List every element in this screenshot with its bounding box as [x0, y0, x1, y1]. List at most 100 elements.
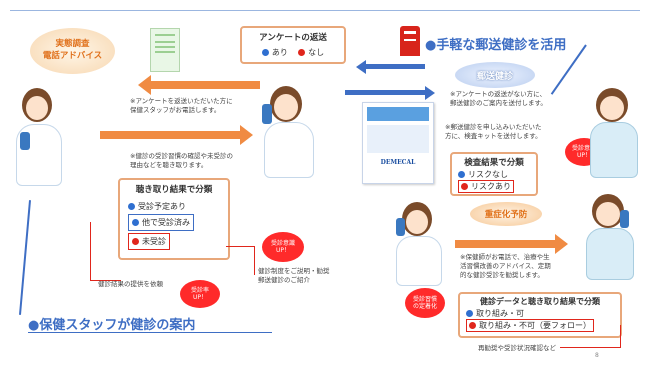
blue-dot-icon: [132, 219, 139, 226]
risk-item-1: リスクなし: [458, 169, 530, 180]
survey-box-title: アンケートの返送: [259, 33, 327, 43]
classify-title: 聴き取り結果で分類: [135, 185, 213, 195]
blue-left-line: [18, 200, 32, 315]
final-item-2: 取り組み・不可（要フォロー）: [466, 319, 594, 332]
survey-no: なし: [308, 48, 325, 57]
orange-arrow-right-mid: [100, 131, 240, 139]
note-habit-l2: 理由などを聴き取ります。: [130, 161, 208, 169]
note-nurse: ※保健師がお電話で、治療や生 活習慣改善のアドバイス、定期 的な健診受診を勧奨し…: [460, 253, 551, 280]
connector-explain: [226, 246, 255, 275]
blue-arrow-right: [345, 90, 425, 95]
final-box: 健診データと聴き取り結果で分類 取り組み・可 取り組み・不可（要フォロー）: [458, 292, 622, 338]
classify-item-1: 受診予定あり: [128, 199, 220, 214]
red-dot-icon: [132, 238, 139, 245]
b3-l1: 受診意識: [270, 240, 295, 247]
note-provide: 健診結果の提供を依頼: [98, 280, 163, 288]
final-item-1-text: 取り組み・可: [476, 309, 524, 318]
survey-sheet-icon: [150, 28, 180, 72]
followup-text: 再勧奨や受診状況確認など: [478, 344, 556, 352]
staff-person-bottom-icon: [392, 200, 447, 290]
note-kit: ※郵送健診を申し込みいただいた 方に、検査キットを送付します。: [445, 123, 542, 141]
top-rule: [10, 10, 640, 11]
b4-l2: の定着化: [412, 303, 437, 310]
kit-brochure: DEMECAL: [362, 102, 434, 184]
note-return-call-l1: ※アンケートを返送いただいた方に: [130, 97, 233, 105]
risk-box: 検査結果で分類 リスクなし リスクあり: [450, 152, 538, 196]
blue-dot-icon: [466, 310, 473, 317]
brochure-panel-icon: [367, 125, 429, 153]
classify-item-3: 未受診: [128, 233, 170, 250]
jittai-line1: 実態調査: [55, 39, 90, 49]
severity-label: 重症化予防: [470, 202, 542, 226]
postbox-icon: [400, 26, 420, 56]
classify-item-2: 他で受診済み: [128, 214, 194, 231]
severity-text: 重症化予防: [484, 210, 528, 220]
classify-item-2-text: 他で受診済み: [142, 218, 190, 227]
red-dot-icon: [469, 322, 476, 329]
bubble-habit: 受診習慣 の定着化: [405, 288, 445, 318]
blue-dot-icon: [261, 49, 269, 56]
jittai-line2: 電話アドバイス: [42, 51, 103, 61]
note-explain-l2: 郵送健診のご紹介: [258, 276, 310, 284]
note-explain-l1: 健診制度をご説明・勧奨: [258, 267, 330, 275]
classify-item-1-text: 受診予定あり: [138, 202, 186, 211]
b2-l1: 受診率: [190, 287, 209, 294]
note-nurse-l3: 的な健診受診を勧奨します。: [460, 271, 544, 279]
red-dot-icon: [461, 183, 468, 190]
note-nurse-l1: ※保健師がお電話で、治療や生: [460, 253, 550, 261]
risk-title: 検査結果で分類: [464, 158, 524, 168]
red-dot-icon: [298, 49, 306, 56]
classify-box: 聴き取り結果で分類 受診予定あり 他で受診済み 未受診: [118, 178, 230, 260]
bubble-motivation-mid: 受診意識 UP！: [262, 232, 304, 262]
b1-l2: UP！: [576, 152, 591, 159]
connector-provide: [90, 222, 121, 281]
blue-arrow-left: [365, 64, 425, 69]
bottom-title-underline: [28, 332, 272, 333]
survey-return-box: アンケートの返送 あり なし: [240, 26, 346, 64]
note-no-return-l1: ※アンケートの返送がない方に、: [450, 90, 546, 98]
survey-options: あり なし: [242, 47, 344, 58]
b1-l1: 受診意識: [571, 145, 596, 152]
note-explain: 健診制度をご説明・勧奨 郵送健診のご紹介: [258, 267, 330, 285]
final-item-1: 取り組み・可: [466, 308, 614, 319]
b2-l2: UP！: [192, 294, 207, 301]
staff-person-mid-icon: [258, 82, 318, 182]
staff-person-left-icon: [8, 80, 68, 200]
page-number: 8: [595, 352, 599, 359]
note-kit-l2: 方に、検査キットを送付します。: [445, 132, 542, 140]
risk-list: リスクなし リスクあり: [458, 169, 530, 193]
orange-arrowhead: [138, 75, 151, 95]
final-item-2-text: 取り組み・不可（要フォロー）: [479, 321, 591, 330]
resident-person-top-right-icon: [586, 86, 644, 182]
risk-item-2-text: リスクあり: [471, 182, 511, 191]
final-title: 健診データと聴き取り結果で分類: [480, 297, 600, 306]
blue-dot-icon: [458, 171, 465, 178]
orange-arrowhead-right-2: [555, 234, 568, 254]
bubble-rate: 受診率 UP！: [180, 280, 220, 308]
note-return-call: ※アンケートを返送いただいた方に 保健スタッフがお電話します。: [130, 97, 233, 115]
blue-dot-icon: [128, 203, 135, 210]
note-kit-l1: ※郵送健診を申し込みいただいた: [445, 123, 542, 131]
note-habit: ※健診の受診習慣の確認や未受診の 理由などを聴き取ります。: [130, 152, 233, 170]
orange-arrowhead-right: [240, 125, 253, 145]
blue-arrowhead-right: [425, 86, 435, 100]
survey-yes: あり: [271, 48, 288, 57]
orange-arrow-right-bottom: [455, 240, 555, 248]
b3-l2: UP！: [275, 247, 290, 254]
bottom-title: ●保健スタッフが健診の案内: [28, 318, 196, 333]
classify-list: 受診予定あり 他で受診済み 未受診: [128, 199, 220, 250]
blue-arrowhead-left: [356, 60, 366, 74]
note-nurse-l2: 活習慣改善のアドバイス、定期: [460, 262, 551, 270]
final-list: 取り組み・可 取り組み・不可（要フォロー）: [466, 308, 614, 332]
brochure-badge: DEMECAL: [380, 159, 416, 166]
yuso-label: 郵送健診: [455, 62, 535, 88]
postal-title: ●手軽な郵送健診を活用: [425, 38, 567, 53]
note-return-call-l2: 保健スタッフがお電話します。: [130, 106, 221, 114]
orange-arrow-left-top: [150, 81, 260, 89]
b4-l1: 受診習慣: [412, 296, 437, 303]
jittai-label: 実態調査 電話アドバイス: [30, 28, 115, 74]
note-no-return: ※アンケートの返送がない方に、 郵送健診のご案内を送付します。: [450, 90, 547, 108]
yuso-text: 郵送健診: [476, 72, 513, 82]
note-habit-l1: ※健診の受診習慣の確認や未受診の: [130, 152, 233, 160]
resident-person-right-icon: [582, 192, 640, 284]
